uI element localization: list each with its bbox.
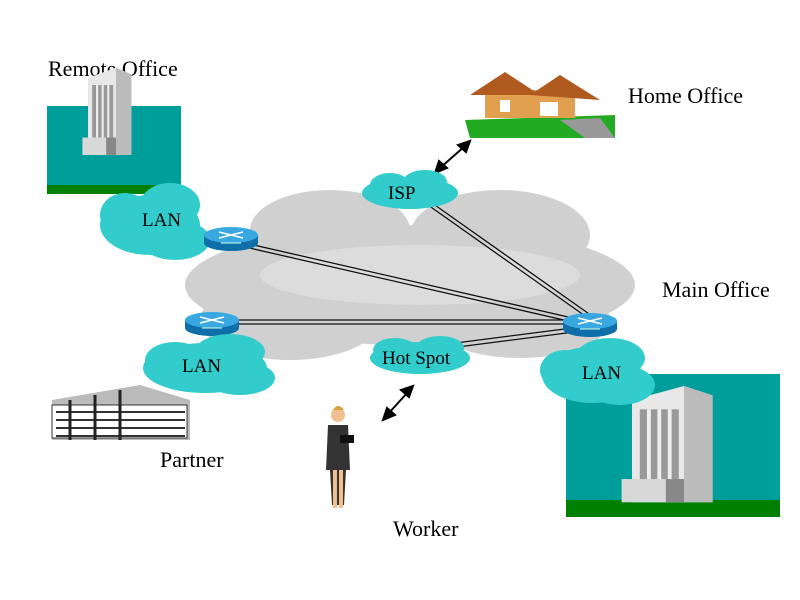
home-office-house xyxy=(465,72,615,138)
worker-label: Worker xyxy=(393,516,459,541)
partner-lan-label: LAN xyxy=(182,356,221,377)
isp-label: ISP xyxy=(388,183,415,204)
remote-lan-label: LAN xyxy=(142,210,181,231)
remote-router-icon xyxy=(203,226,259,252)
main-lan-cloud xyxy=(540,338,655,405)
hot-spot-cloud xyxy=(370,336,470,374)
remote-lan-cloud xyxy=(100,183,210,260)
main-office-label: Main Office xyxy=(662,277,770,302)
worker-figure xyxy=(326,406,354,508)
home-isp-arrow-icon xyxy=(433,139,472,175)
partner-building xyxy=(51,385,190,440)
partner-lan-cloud xyxy=(143,334,275,395)
main-router-icon xyxy=(562,312,618,338)
isp-cloud xyxy=(362,170,458,209)
hotspot-worker-arrow-icon xyxy=(381,384,415,422)
hot-spot-label: Hot Spot xyxy=(382,348,451,369)
network-links xyxy=(214,202,593,350)
partner-label: Partner xyxy=(160,447,224,472)
home-office-label: Home Office xyxy=(628,83,743,108)
internet-cloud xyxy=(185,190,635,360)
main-lan-label: LAN xyxy=(582,363,621,384)
partner-router-icon xyxy=(184,311,240,337)
remote-office-building xyxy=(47,66,181,194)
